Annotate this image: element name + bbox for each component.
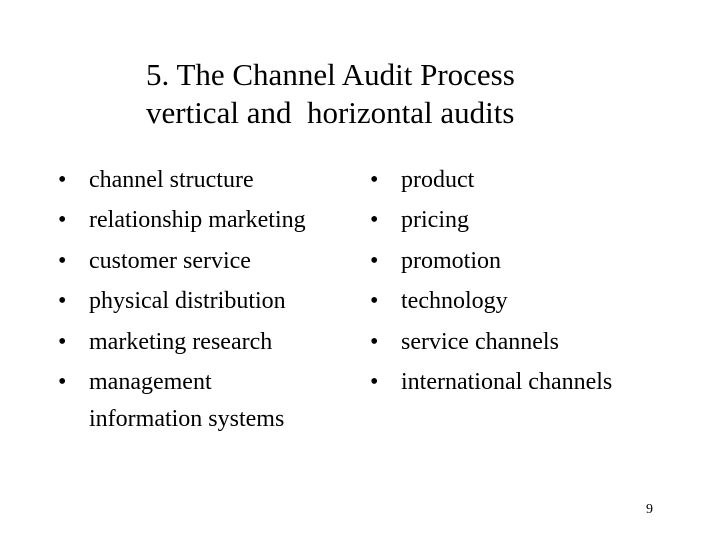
bullet-icon: • — [370, 167, 379, 193]
bullet-icon: • — [58, 288, 67, 315]
list-item: • promotion — [370, 241, 700, 281]
list-item: • service channels — [370, 322, 700, 362]
bullet-icon: • — [370, 247, 379, 274]
horizontal-audit-list: • product • pricing • promotion • technology… — [370, 160, 700, 402]
list-item: • customer service — [58, 241, 358, 281]
list-item-text: international channels — [401, 369, 613, 396]
page-number: 9 — [646, 502, 653, 517]
list-item-text: relationship marketing — [89, 207, 306, 234]
list-item-text: promotion — [401, 247, 501, 274]
bullet-icon: • — [370, 288, 379, 315]
bullet-icon: • — [370, 207, 379, 234]
list-item: • international channels — [370, 362, 700, 402]
list-item-text: customer service — [89, 247, 251, 274]
bullet-icon: • — [58, 167, 67, 193]
list-item: • pricing — [370, 200, 700, 240]
vertical-audit-list: • channel structure • relationship marketi… — [58, 160, 358, 436]
slide-title: 5. The Channel Audit Process vertical an… — [146, 56, 515, 132]
list-item-text: channel structure — [89, 167, 254, 193]
list-item-text: marketing research — [89, 328, 273, 355]
list-item-text: service channels — [401, 328, 559, 355]
title-line-1: 5. The Channel Audit Process — [146, 57, 515, 92]
list-item-text-continuation: information systems — [89, 406, 285, 433]
list-item: • relationship marketing — [58, 200, 358, 240]
list-item: • management information systems — [58, 362, 358, 436]
list-item: • product — [370, 160, 700, 200]
list-item-text: product — [401, 167, 475, 193]
list-item: • channel structure — [58, 160, 358, 200]
bullet-icon: • — [370, 328, 379, 355]
list-item: • physical distribution — [58, 281, 358, 321]
bullet-icon: • — [58, 207, 67, 234]
title-line-2: vertical and horizontal audits — [146, 95, 515, 130]
list-item: • technology — [370, 281, 700, 321]
bullet-icon: • — [58, 328, 67, 355]
list-item-text: management — [89, 369, 212, 396]
bullet-icon: • — [58, 247, 67, 274]
list-item: • marketing research — [58, 322, 358, 362]
list-item-text: physical distribution — [89, 288, 286, 315]
list-item-text: pricing — [401, 207, 469, 234]
list-item-text: technology — [401, 288, 508, 315]
bullet-icon: • — [58, 369, 67, 396]
bullet-icon: • — [370, 369, 379, 396]
